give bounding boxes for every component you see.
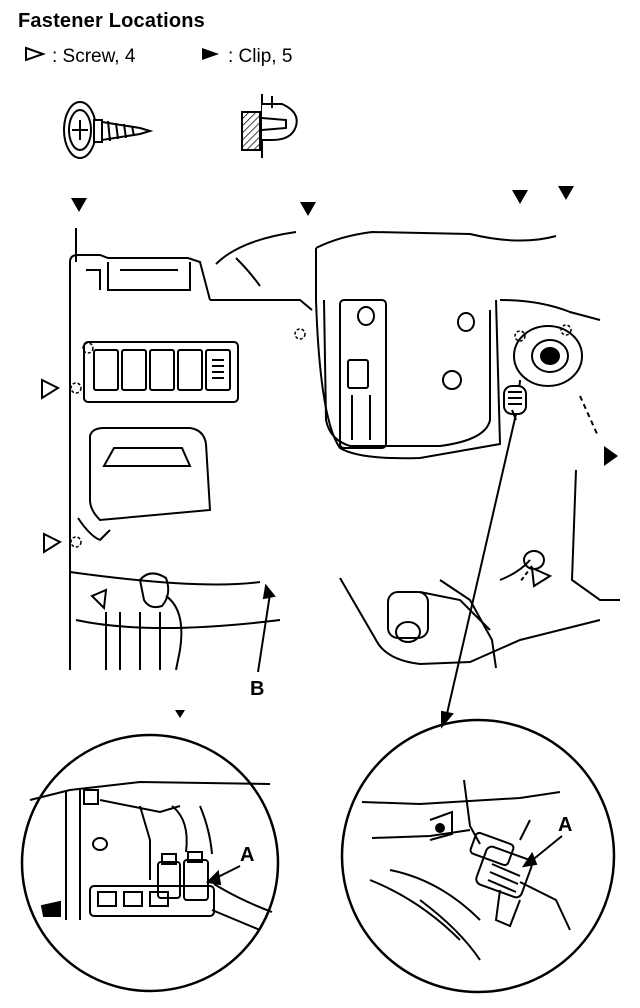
- clip-marker-2: [300, 202, 316, 216]
- legend-clip-label: : Clip, 5: [228, 46, 293, 67]
- screw-marker-1: [41, 378, 61, 400]
- screw-symbol-icon: [24, 46, 47, 68]
- clip-symbol-icon: [200, 46, 222, 68]
- legend-screw-label: : Screw, 4: [52, 46, 136, 67]
- detail-left-contents: [29, 780, 273, 931]
- leader-lines: [257, 409, 517, 729]
- fastener-holes: [70, 324, 572, 548]
- legend-clip: : Clip, 5: [200, 46, 292, 68]
- callout-a-left: A: [240, 844, 255, 866]
- detail-view-left: [20, 733, 280, 993]
- detail-view-right: [340, 718, 616, 994]
- clip-marker-4: [558, 186, 574, 200]
- screw-illustration: [63, 101, 154, 159]
- clip-marker-3: [512, 190, 528, 204]
- detail-right-contents: [361, 779, 571, 961]
- callout-a-right: A: [558, 814, 573, 836]
- clip-marker-5: [175, 710, 185, 718]
- legend-screw: : Screw, 4: [24, 46, 135, 68]
- diagram-title: Fastener Locations: [18, 10, 205, 32]
- screw-marker-4: [530, 566, 553, 588]
- clip-markers: [71, 186, 618, 718]
- screw-marker-3: [90, 588, 108, 611]
- clip-marker-1: [71, 198, 87, 212]
- screw-marker-2: [43, 532, 63, 554]
- callout-b: B: [250, 678, 265, 700]
- dashboard-cover: [69, 228, 620, 671]
- screw-markers: [41, 378, 553, 611]
- clip-illustration: [241, 94, 298, 158]
- connector-body: [503, 385, 527, 415]
- clip-marker-right: [604, 446, 618, 466]
